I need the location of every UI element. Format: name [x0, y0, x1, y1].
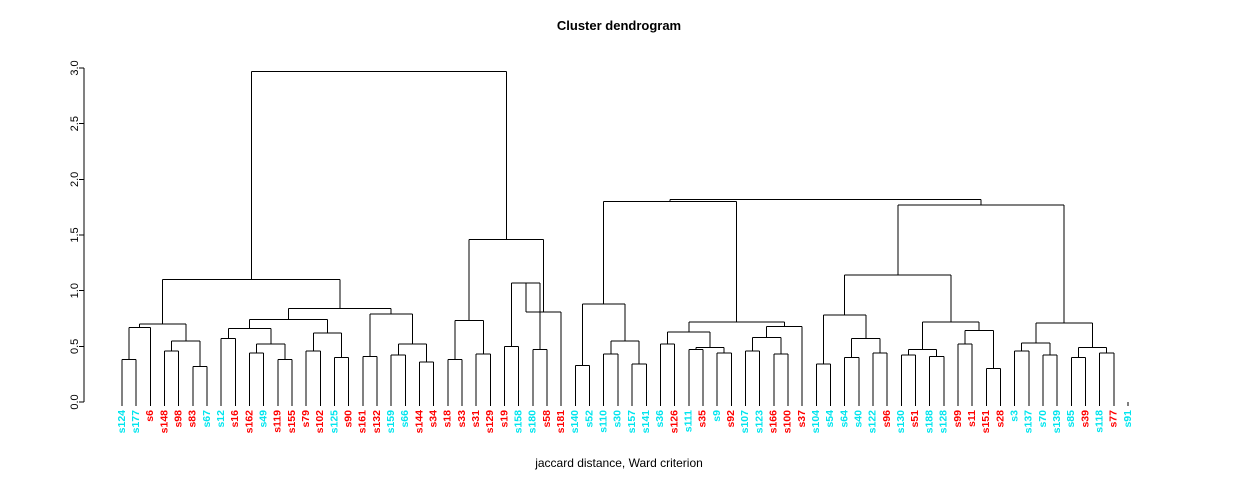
leaf-label: s19	[498, 410, 510, 428]
leaf-label: s177	[130, 410, 142, 434]
leaf-label: s148	[158, 410, 170, 434]
leaf-label: s181	[555, 410, 567, 434]
leaf-label: s126	[668, 410, 680, 434]
leaf-label: s85	[1065, 410, 1077, 428]
leaf-label: s155	[286, 410, 298, 434]
leaf-label: s99	[952, 410, 964, 428]
leaf-label: s166	[768, 410, 780, 434]
y-tick-label: 2.5	[69, 116, 81, 131]
leaf-label: s144	[413, 410, 425, 434]
leaf-label: s92	[725, 410, 737, 428]
leaf-label: s141	[640, 410, 652, 434]
leaf-label: s125	[328, 410, 340, 434]
leaf-label: s188	[923, 410, 935, 434]
y-tick-label: 3.0	[69, 60, 81, 75]
leaf-label: s64	[838, 410, 850, 428]
leaf-label: s102	[314, 410, 326, 434]
leaf-label: s118	[1093, 410, 1105, 433]
leaf-label: s67	[201, 410, 213, 428]
leaf-label: s58	[541, 410, 553, 428]
leaf-label: s91	[1122, 410, 1134, 428]
leaf-label: s36	[654, 410, 666, 428]
leaf-label: s31	[470, 410, 482, 428]
leaf-label: s130	[895, 410, 907, 434]
leaf-label: s35	[697, 410, 709, 428]
leaf-label: s12	[215, 410, 227, 428]
leaf-label: s66	[399, 410, 411, 428]
leaf-label: s137	[1023, 410, 1035, 434]
leaf-label: s100	[782, 410, 794, 434]
leaf-label: s83	[187, 410, 199, 428]
dendrogram-branches	[121, 70, 1115, 402]
leaf-label: s132	[371, 410, 383, 434]
leaf-label: s140	[569, 410, 581, 434]
leaf-label: s3	[1008, 410, 1020, 422]
leaf-label: s6	[144, 410, 156, 422]
leaf-label: s39	[1079, 410, 1091, 428]
leaf-label: s90	[342, 410, 354, 428]
leaf-label: s96	[881, 410, 893, 428]
leaf-label: s33	[456, 410, 468, 428]
leaf-label: s119	[272, 410, 284, 433]
page-title: Cluster dendrogram	[556, 18, 682, 33]
leaf-label: s11	[966, 410, 978, 427]
leaf-label: s158	[513, 410, 525, 434]
leaf-label: s122	[867, 410, 879, 434]
leaf-label: s30	[612, 410, 624, 428]
leaf-label: s40	[853, 410, 865, 428]
leaf-label: s151	[980, 410, 992, 434]
leaf-label: s28	[994, 410, 1006, 428]
leaf-label: s52	[583, 410, 595, 428]
leaf-label: s111	[683, 410, 695, 432]
leaf-label: s110	[598, 410, 610, 433]
leaf-label: s123	[753, 410, 765, 434]
y-tick-label: 1.0	[69, 283, 81, 298]
leaf-label: s79	[300, 410, 312, 428]
leaf-label: s18	[442, 410, 454, 428]
leaf-label: s51	[909, 410, 921, 428]
x-axis-label: jaccard distance, Ward criterion	[535, 456, 703, 470]
leaf-label: s157	[626, 410, 638, 434]
y-tick-label: 2.0	[69, 172, 81, 187]
leaf-label: s129	[484, 410, 496, 434]
leaf-label: s139	[1051, 410, 1063, 434]
y-axis: 0.0 0.5 1.0 1.5 2.0 2.5 3.0	[69, 60, 85, 410]
leaf-label: s159	[385, 410, 397, 434]
leaf-label: s107	[739, 410, 751, 434]
leaf-label: s104	[810, 410, 822, 434]
leaf-label: s124	[116, 410, 128, 434]
leaf-label: s180	[527, 410, 539, 434]
leaf-label: s98	[172, 410, 184, 428]
leaf-label: s16	[229, 410, 241, 428]
leaf-label: s162	[243, 410, 255, 434]
leaf-label: s34	[427, 410, 439, 428]
leaf-label: s37	[796, 410, 808, 428]
leaf-label: s49	[257, 410, 269, 428]
leaf-label: s70	[1037, 410, 1049, 428]
y-tick-label: 1.5	[69, 227, 81, 242]
y-tick-label: 0.0	[69, 394, 81, 409]
leaf-label: s77	[1108, 410, 1120, 428]
leaf-label: s54	[824, 410, 836, 428]
leaf-label: s9	[711, 410, 723, 422]
y-tick-label: 0.5	[69, 339, 81, 354]
leaf-label: s161	[357, 410, 369, 434]
leaf-label: s128	[938, 410, 950, 434]
